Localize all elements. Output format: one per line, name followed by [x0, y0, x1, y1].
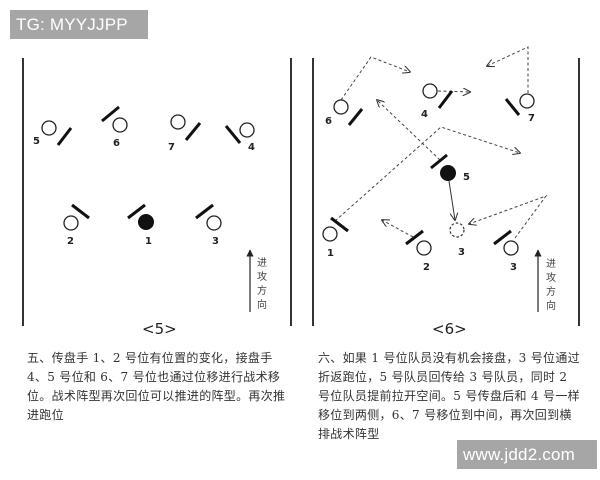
- player-label: 2: [67, 236, 74, 247]
- player-7: 7: [504, 93, 535, 124]
- player-label: 5: [463, 172, 470, 183]
- defender-bar: [330, 216, 349, 233]
- direction-char: 攻: [546, 271, 556, 284]
- figure-label: <6>: [432, 320, 467, 338]
- player-label: 4: [248, 142, 255, 153]
- path-player-3: [469, 194, 548, 239]
- defender-bar: [56, 127, 73, 146]
- player-marker-disc-holder: [440, 165, 456, 181]
- defender-bar: [101, 105, 120, 123]
- defender-bar: [184, 122, 202, 141]
- defender-bar: [347, 108, 364, 126]
- player-marker: [422, 83, 438, 99]
- defender-bar: [127, 203, 146, 220]
- player-label: 6: [325, 116, 332, 127]
- player-1: 1: [322, 216, 349, 259]
- player-label: 3: [458, 247, 465, 258]
- player-5: 5: [33, 120, 73, 147]
- player-7: 7: [168, 114, 202, 153]
- figure-6: 6 4 7 5 1 2: [312, 46, 580, 338]
- player-label: 7: [528, 113, 535, 124]
- player-marker: [63, 215, 79, 231]
- defender-bar: [71, 203, 90, 220]
- player-1: 1: [127, 203, 154, 247]
- defender-bar: [493, 229, 512, 246]
- defender-bar: [224, 125, 242, 144]
- player-marker: [519, 93, 535, 109]
- player-3-target: 3: [449, 222, 465, 258]
- path-player-7: [487, 46, 529, 93]
- player-marker: [416, 240, 432, 256]
- defender-bar: [430, 153, 448, 170]
- player-label: 3: [212, 236, 219, 247]
- player-marker: [112, 117, 128, 133]
- path-player-5-left: [377, 100, 441, 161]
- watermark-top: TG: MYYJJPP: [10, 10, 148, 39]
- player-3: 3: [195, 203, 222, 247]
- path-player-4: [437, 91, 470, 92]
- figure-label: <5>: [142, 320, 177, 338]
- player-label: 1: [327, 248, 334, 259]
- player-label: 2: [423, 262, 430, 273]
- player-5: 5: [430, 153, 470, 183]
- direction-char: 进: [546, 258, 556, 270]
- player-marker: [170, 114, 186, 130]
- player-marker: [41, 120, 57, 136]
- player-label: 6: [113, 138, 120, 149]
- player-marker: [239, 122, 255, 138]
- player-6: 6: [325, 99, 364, 127]
- watermark-bottom: www.jdd2.com: [457, 440, 597, 469]
- player-label: 1: [145, 236, 152, 247]
- movement-paths: [334, 46, 548, 239]
- caption-figure-5: 五、传盘手 1、2 号位有位置的变化，接盘手 4、5 号位和 6、7 号位也通过…: [27, 351, 286, 422]
- player-label: 4: [421, 109, 428, 120]
- direction-char: 向: [546, 299, 556, 312]
- defender-bar: [437, 90, 454, 109]
- player-marker: [322, 226, 338, 242]
- attack-direction: 进 攻 方 向: [534, 249, 556, 312]
- path-player-6: [340, 56, 410, 101]
- player-4: 4: [421, 83, 454, 120]
- player-label: 3: [510, 262, 517, 273]
- player-2: 2: [405, 229, 432, 273]
- path-player-2: [382, 220, 414, 238]
- direction-char: 攻: [257, 270, 267, 283]
- pass-line: [448, 180, 455, 220]
- player-marker: [503, 240, 519, 256]
- direction-char: 方: [546, 285, 556, 298]
- player-label: 5: [33, 136, 40, 147]
- defender-bar: [405, 229, 424, 246]
- direction-char: 进: [257, 257, 267, 269]
- direction-char: 方: [257, 284, 267, 297]
- player-label: 7: [168, 142, 175, 153]
- player-3: 3: [493, 229, 519, 273]
- player-4: 4: [224, 122, 255, 153]
- direction-char: 向: [257, 298, 267, 311]
- attack-direction: 进 攻 方 向: [246, 249, 267, 312]
- figure-5: 5 6 7 4 2 1: [22, 58, 292, 338]
- path-player-1: [334, 126, 520, 222]
- defender-bar: [504, 98, 521, 116]
- player-6: 6: [101, 105, 128, 149]
- caption-figure-6: 六、如果 1 号位队员没有机会接盘，3 号位通过折返跑位，5 号队员回传给 3 …: [318, 351, 580, 441]
- player-marker: [333, 99, 349, 115]
- defender-bar: [195, 203, 214, 220]
- player-marker-disc-holder: [138, 214, 154, 230]
- player-2: 2: [63, 203, 90, 247]
- player-marker-target: [449, 222, 465, 238]
- player-marker: [206, 215, 222, 231]
